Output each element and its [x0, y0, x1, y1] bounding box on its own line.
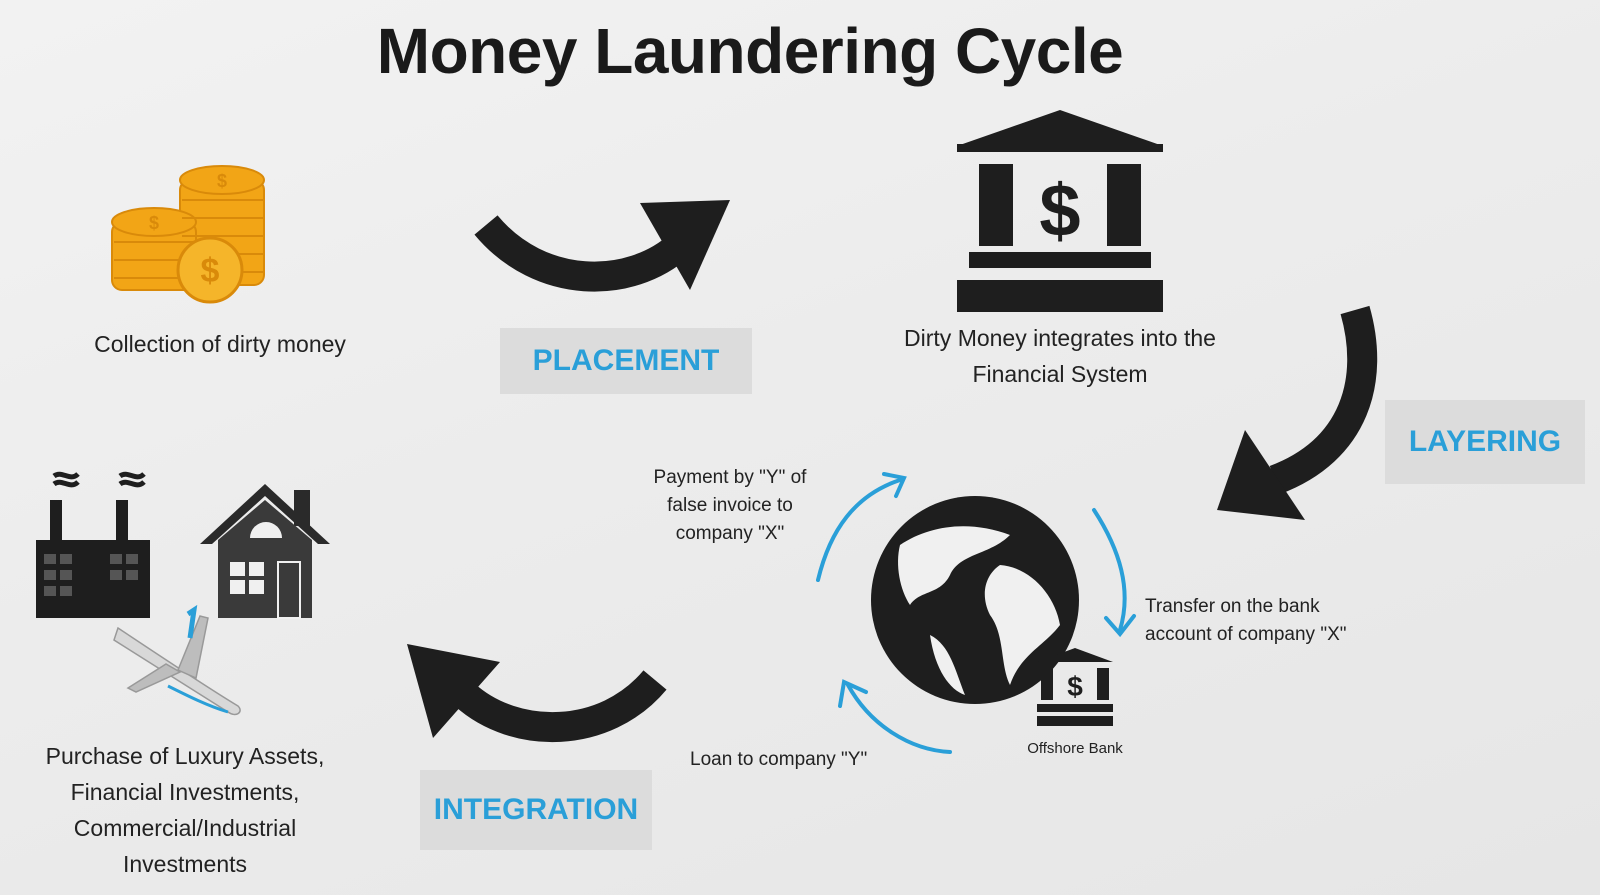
payment-label-line2: false invoice to	[667, 495, 793, 516]
svg-text:$: $	[217, 171, 227, 191]
house-icon	[200, 484, 330, 619]
airplane-icon	[113, 604, 241, 716]
svg-text:$: $	[1067, 671, 1083, 702]
page-title: Money Laundering Cycle	[376, 15, 1124, 87]
payment-label-line1: Payment by "Y" of	[653, 467, 807, 488]
bank-dollar-icon: $	[957, 110, 1163, 312]
cycle-arrows-icon	[816, 472, 1136, 754]
loan-label: Loan to company "Y"	[690, 749, 868, 770]
svg-text:$: $	[149, 213, 159, 233]
transfer-label-line1: Transfer on the bank	[1145, 596, 1320, 617]
svg-text:$: $	[1039, 169, 1080, 252]
gold-coins-icon: $ $ $	[111, 165, 265, 304]
offshore-bank-icon: $	[1037, 648, 1113, 726]
transfer-label-line2: account of company "X"	[1145, 624, 1347, 645]
layering-badge: LAYERING	[1385, 400, 1585, 484]
svg-text:$: $	[201, 252, 220, 290]
bank-caption-line2: Financial System	[972, 361, 1148, 387]
collection-caption: Collection of dirty money	[94, 331, 346, 357]
assets-caption-line2: Financial Investments,	[70, 779, 300, 805]
placement-badge: PLACEMENT	[500, 328, 752, 394]
globe-icon	[871, 496, 1079, 704]
layering-arrow-icon	[1217, 305, 1378, 520]
integration-arrow-icon	[407, 644, 667, 742]
assets-caption-line1: Purchase of Luxury Assets,	[45, 743, 325, 769]
bank-caption-line1: Dirty Money integrates into the	[904, 325, 1216, 351]
offshore-bank-label: Offshore Bank	[1027, 740, 1123, 757]
placement-arrow-icon	[474, 200, 730, 292]
integration-badge: INTEGRATION	[420, 770, 652, 850]
assets-caption-line3: Commercial/Industrial	[73, 815, 297, 841]
assets-caption-line4: Investments	[123, 851, 247, 877]
factory-icon	[36, 471, 150, 618]
payment-label-line3: company "X"	[675, 523, 785, 544]
